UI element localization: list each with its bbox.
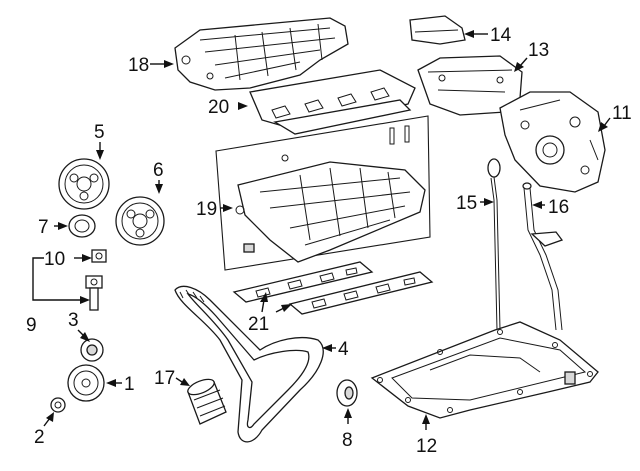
callout-20: 20 [208,97,229,118]
part-crankshaft-sensor [85,275,103,311]
callout-14: 14 [490,25,512,46]
part-intake-gasket-lower [232,261,434,315]
callout-5: 5 [94,122,105,143]
part-camshaft-seal [68,214,96,238]
callout-12: 12 [416,436,437,457]
part-upper-intake-manifold [174,17,349,91]
part-camshaft-pulley-left [58,158,110,210]
callout-3: 3 [68,310,79,331]
callout-labels: 18 14 13 20 11 5 6 15 16 19 7 10 9 21 3 … [26,25,632,457]
part-manifold-gasket-upper [249,69,416,135]
part-oil-filter [187,378,227,425]
callout-16: 16 [548,197,569,218]
callout-15: 15 [456,193,477,214]
callout-7: 7 [38,217,49,238]
leader-lines [32,30,611,430]
callout-1: 1 [124,374,135,395]
part-timing-belt [174,285,324,443]
callout-19: 19 [196,199,217,220]
part-dipstick-tube [522,182,564,331]
callout-6: 6 [153,160,164,181]
callout-2: 2 [34,427,45,448]
part-crankshaft-pulley [67,364,105,402]
part-crankshaft-seal [336,379,358,407]
callout-21: 21 [248,314,269,335]
part-oil-baffle [409,15,466,45]
callout-18: 18 [128,55,149,76]
callout-4: 4 [338,339,349,360]
callout-10: 10 [44,249,65,270]
part-lower-intake-manifold-kit [215,115,431,271]
part-crankshaft-bolt [50,397,66,413]
part-lower-oil-pan [370,321,599,419]
part-idler-pulley [80,338,104,362]
part-camshaft-pulley-right [115,196,165,246]
callout-9: 9 [26,315,37,336]
callout-11: 11 [612,103,632,124]
part-oil-dipstick [487,158,501,351]
callout-17: 17 [154,368,175,389]
part-timing-cover [499,91,606,193]
callout-13: 13 [528,40,549,61]
part-camshaft-sensor [91,249,107,263]
callout-8: 8 [342,430,353,451]
